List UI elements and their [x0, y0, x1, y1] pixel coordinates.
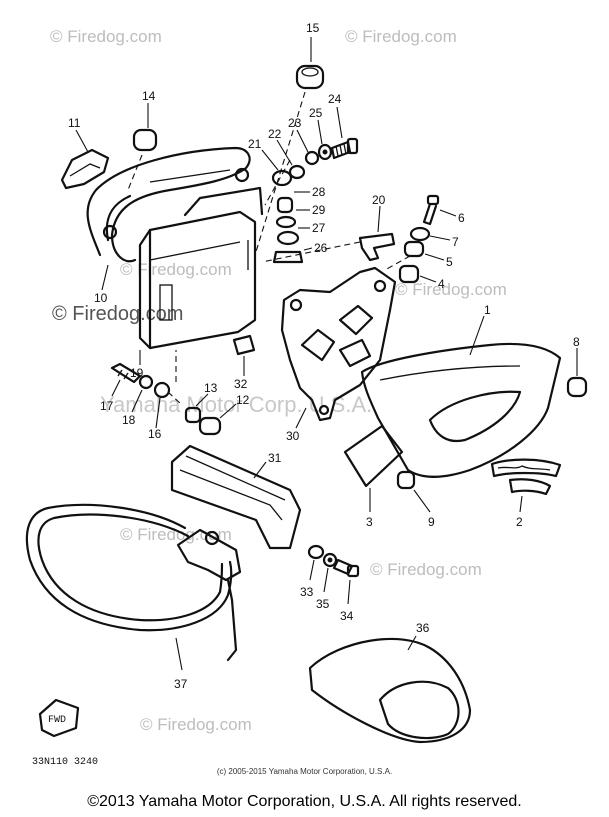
part-16-collar	[153, 381, 171, 399]
watermark-firedog: © Firedog.com	[52, 303, 183, 325]
callout-18: 18	[122, 413, 136, 427]
part-37-hose	[25, 503, 242, 662]
callout-8: 8	[573, 335, 580, 349]
callout-20: 20	[372, 193, 386, 207]
part-25-washer	[317, 143, 333, 161]
fwd-label: FWD	[48, 715, 66, 726]
part-11-emblem	[60, 148, 110, 190]
callout-16: 16	[148, 427, 162, 441]
callout-1: 1	[484, 303, 491, 317]
callout-25: 25	[309, 106, 323, 120]
part-36-cover	[308, 637, 472, 744]
watermark-firedog: © Firedog.com	[120, 260, 232, 279]
callout-2: 2	[516, 515, 523, 529]
part-32-rubber	[232, 334, 256, 356]
callout-9: 9	[428, 515, 435, 529]
callout-5: 5	[446, 255, 453, 269]
part-5-collar	[403, 240, 425, 258]
callout-29: 29	[312, 203, 326, 217]
part-22-collar	[288, 164, 306, 180]
callout-30: 30	[286, 429, 300, 443]
watermark-firedog: © Firedog.com	[120, 525, 232, 544]
copyright-main: ©2013 Yamaha Motor Corporation, U.S.A. A…	[87, 793, 522, 810]
callout-13: 13	[204, 381, 218, 395]
callout-36: 36	[416, 621, 430, 635]
callout-28: 28	[312, 185, 326, 199]
part-12-grommet	[198, 416, 222, 436]
part-2-emblem	[490, 458, 562, 496]
part-14-grommet	[132, 128, 158, 152]
part-34-bolt	[332, 558, 360, 578]
watermark-firedog: © Firedog.com	[370, 560, 482, 579]
callout-31: 31	[268, 451, 282, 465]
callout-19: 19	[130, 366, 144, 380]
callout-14: 14	[142, 89, 156, 103]
callout-21: 21	[248, 137, 262, 151]
part-3-label	[343, 424, 404, 488]
part-31-tray	[170, 444, 302, 550]
part-21-washer	[271, 169, 293, 187]
watermark-firedog: © Firedog.com	[395, 280, 507, 299]
callout-23: 23	[288, 116, 302, 130]
callout-34: 34	[340, 609, 354, 623]
callout-26: 26	[314, 241, 328, 255]
callout-22: 22	[268, 127, 282, 141]
part-35-washer	[322, 552, 338, 568]
callout-3: 3	[366, 515, 373, 529]
part-6-bolt	[422, 194, 440, 226]
callout-32: 32	[234, 377, 248, 391]
part-20-clip	[358, 232, 396, 262]
fwd-arrow-icon: FWD	[38, 698, 80, 738]
copyright-small: (c) 2005-2015 Yamaha Motor Corporation, …	[216, 767, 393, 776]
part-9-grommet	[396, 470, 416, 490]
callout-17: 17	[100, 399, 114, 413]
part-8-grommet	[566, 376, 588, 398]
watermark-firedog: © Firedog.com	[345, 27, 457, 46]
part-33-washer	[307, 544, 325, 560]
watermark-firedog: © Firedog.com	[50, 27, 162, 46]
part-18-washer	[138, 374, 154, 390]
callout-6: 6	[458, 211, 465, 225]
callout-12: 12	[236, 393, 250, 407]
drawing-code: 33N110 3240	[32, 757, 98, 768]
callout-33: 33	[300, 585, 314, 599]
part-30-plate	[280, 266, 397, 422]
callout-15: 15	[306, 21, 320, 35]
callout-10: 10	[94, 291, 108, 305]
part-1-side-cover	[360, 342, 562, 478]
part-26-damper	[272, 250, 304, 264]
part-27-washer	[276, 230, 300, 246]
part-29-collar	[275, 215, 297, 229]
callout-11: 11	[68, 116, 81, 130]
callout-4: 4	[438, 277, 445, 291]
watermark-firedog: © Firedog.com	[140, 715, 252, 734]
part-17-bolt	[110, 362, 142, 384]
callout-7: 7	[452, 235, 459, 249]
callout-27: 27	[312, 221, 326, 235]
part-7-washer	[409, 226, 431, 242]
part-28-grommet	[276, 196, 294, 214]
part-15-grommet	[295, 64, 325, 90]
part-24-bolt	[330, 137, 359, 160]
part-13-collar	[184, 406, 202, 424]
part-19-battery-box	[138, 186, 264, 350]
part-23-washer	[304, 150, 320, 166]
callout-24: 24	[328, 92, 342, 106]
callout-35: 35	[316, 597, 330, 611]
part-10-bracket	[86, 146, 251, 263]
callout-37: 37	[174, 677, 188, 691]
part-4-grommet	[398, 264, 420, 284]
